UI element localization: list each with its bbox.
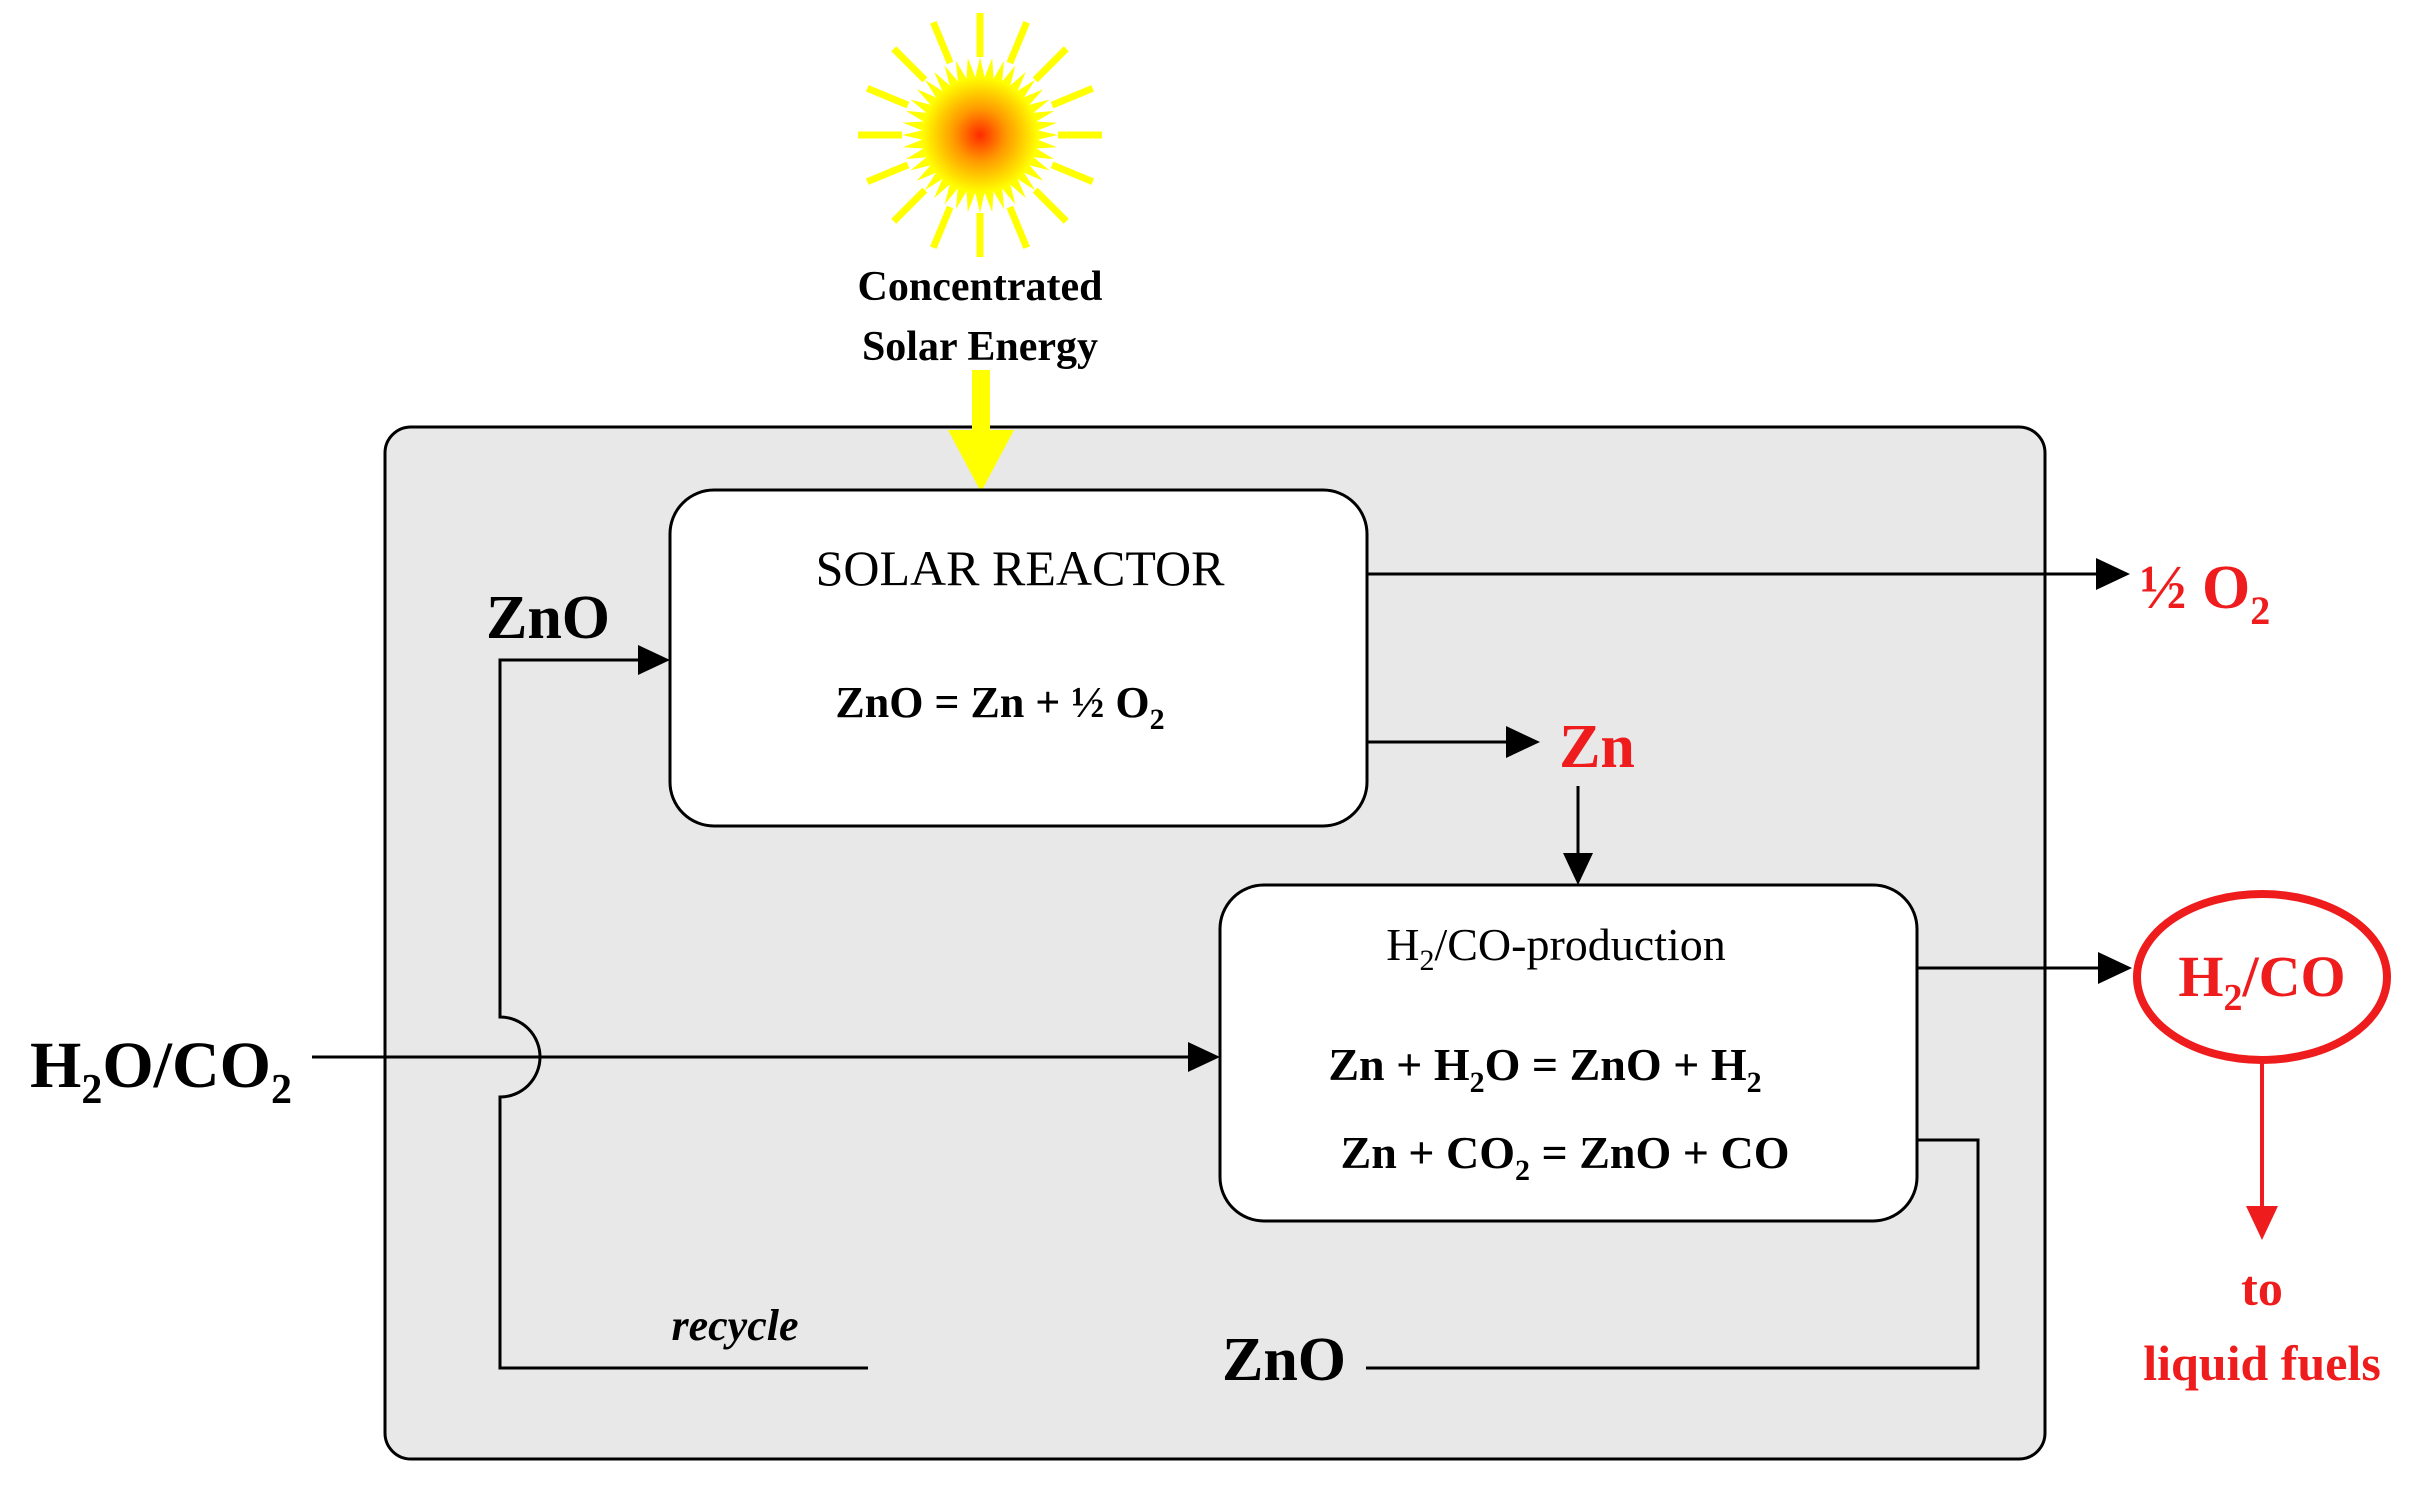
feed-arrowhead bbox=[1188, 1042, 1220, 1072]
oxygen-output-label: ½ O2 bbox=[2140, 554, 2270, 633]
fuels-label-line1: to bbox=[2241, 1260, 2283, 1316]
feed-label: H2O/CO2 bbox=[30, 1029, 292, 1113]
zinc-down-arrowhead bbox=[1563, 853, 1593, 885]
production-equation-co2: Zn + CO2 = ZnO + CO bbox=[1341, 1127, 1790, 1187]
syngas-output-label: H2/CO bbox=[2178, 944, 2345, 1019]
production-equation-h2o: Zn + H2O = ZnO + H2 bbox=[1328, 1039, 1761, 1099]
sun-label-line2: Solar Energy bbox=[862, 324, 1098, 370]
zno-feed-arrowhead bbox=[638, 645, 670, 675]
production-box bbox=[1218, 883, 1919, 1223]
recycle-label: recycle bbox=[672, 1301, 799, 1350]
solar-energy-arrow bbox=[948, 370, 1014, 492]
production-title: H2/CO-production bbox=[1386, 919, 1726, 977]
zno-input-label: ZnO bbox=[486, 584, 610, 652]
sun-icon bbox=[858, 13, 1102, 257]
zinc-arrowhead bbox=[1506, 726, 1540, 758]
fuels-label-line2: liquid fuels bbox=[2143, 1335, 2381, 1391]
sun-label-line1: Concentrated bbox=[858, 264, 1103, 310]
solar-reactor-title: SOLAR REACTOR bbox=[816, 540, 1226, 596]
syngas-arrowhead bbox=[2098, 952, 2132, 984]
solar-reactor-box bbox=[668, 488, 1369, 828]
oxygen-arrowhead bbox=[2096, 558, 2130, 590]
production-zno-outlet-line bbox=[1366, 1138, 1980, 1370]
recycle-zno-label: ZnO bbox=[1222, 1326, 1346, 1394]
zinc-output-label: Zn bbox=[1559, 713, 1635, 781]
solar-reactor-equation: ZnO = Zn + ½ O2 bbox=[835, 678, 1164, 736]
fuels-arrowhead bbox=[2246, 1206, 2278, 1240]
